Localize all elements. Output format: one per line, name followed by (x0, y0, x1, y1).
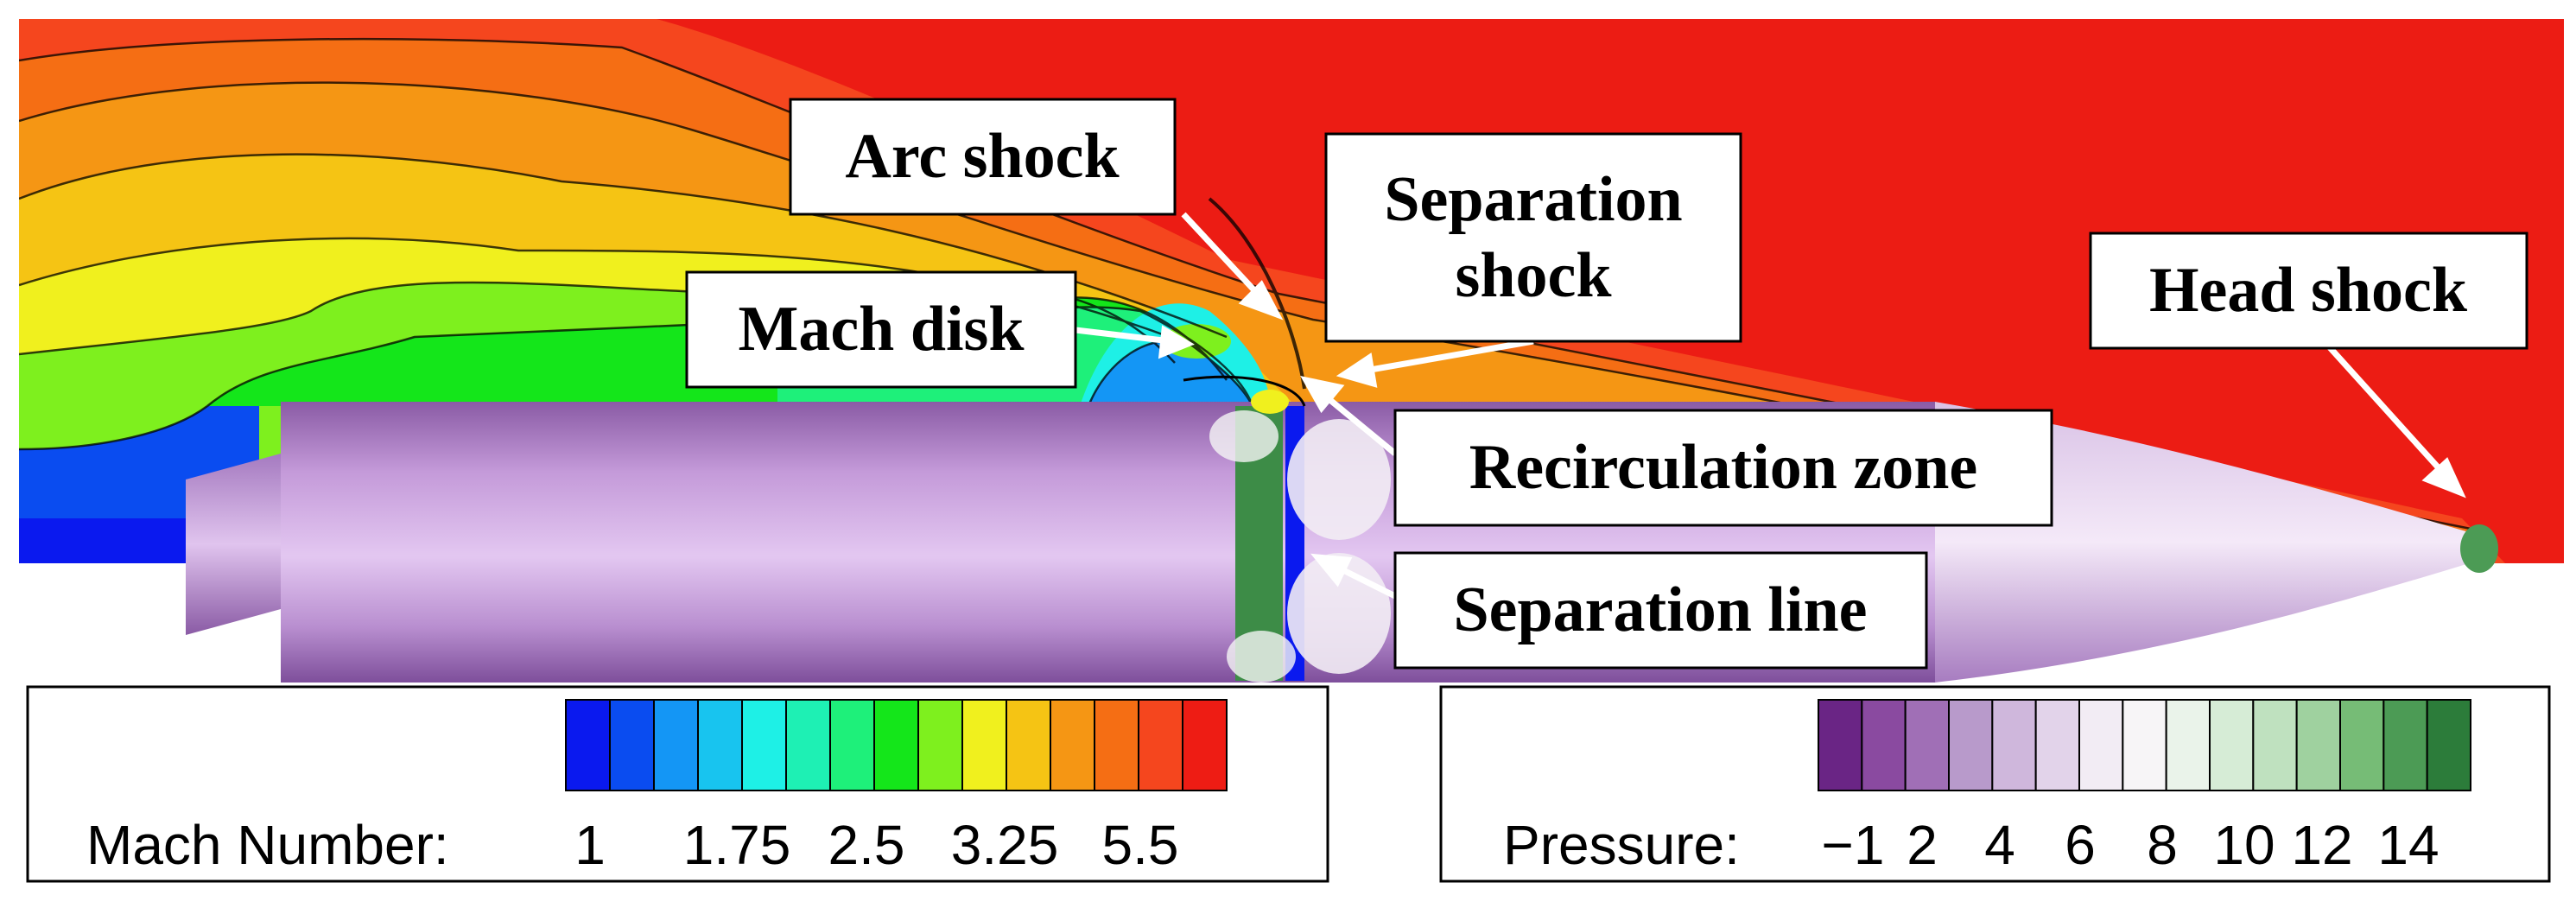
pressure-swatch (2295, 699, 2342, 791)
mach-swatch (741, 699, 787, 791)
mach-swatch (785, 699, 831, 791)
callout-arrows (1075, 212, 2466, 600)
callout-recirculation-zone: Recirculation zone (1393, 409, 2053, 527)
tick-label: 1 (574, 814, 606, 876)
tick-label: 8 (2147, 814, 2178, 876)
pressure-swatch (1904, 699, 1951, 791)
mach-tick-labels: 1 1.75 2.5 3.25 5.5 (574, 814, 1178, 876)
callout-arc-shock: Arc shock (789, 98, 1177, 216)
tick-label: −1 (1822, 814, 1885, 876)
callout-head-shock: Head shock (2089, 232, 2528, 350)
tick-label: 6 (2065, 814, 2096, 876)
mach-swatch (1006, 699, 1051, 791)
pressure-swatch (2209, 699, 2255, 791)
pressure-swatch (2339, 699, 2385, 791)
nozzle (186, 454, 281, 635)
pressure-swatch (2165, 699, 2211, 791)
pressure-legend-title: Pressure: (1503, 814, 1740, 876)
tick-label: 5.5 (1102, 814, 1179, 876)
nose-cone (1935, 402, 2497, 683)
mach-swatch (917, 699, 963, 791)
tick-label: 14 (2377, 814, 2439, 876)
pressure-color-scale (1818, 699, 2472, 791)
tick-label: 1.75 (683, 814, 791, 876)
pressure-swatch (2034, 699, 2081, 791)
pressure-swatch (2122, 699, 2167, 791)
mach-swatch (829, 699, 875, 791)
tick-label: 2.5 (828, 814, 905, 876)
mach-legend-title: Mach Number: (86, 814, 449, 876)
pressure-swatch (1861, 699, 1907, 791)
pressure-swatch (2382, 699, 2428, 791)
callout-label: Head shock (2149, 255, 2468, 326)
tick-label: 10 (2213, 814, 2275, 876)
mach-swatch (697, 699, 743, 791)
tick-label: 3.25 (951, 814, 1059, 876)
tick-label: 12 (2291, 814, 2352, 876)
pressure-swatch (2252, 699, 2298, 791)
callout-label: Mach disk (738, 294, 1025, 365)
mach-swatch (873, 699, 919, 791)
mach-swatch (1050, 699, 1095, 791)
callout-separation-line: Separation line (1393, 551, 1928, 670)
tick-label: 4 (1984, 814, 2015, 876)
pressure-swatch (1818, 699, 1863, 791)
pressure-swatch (2426, 699, 2472, 791)
mach-swatch (961, 699, 1007, 791)
callout-mach-disk: Mach disk (685, 270, 1077, 389)
callout-label: Arc shock (845, 121, 1120, 192)
pressure-swatch (1948, 699, 1994, 791)
callout-label: Recirculation zone (1469, 432, 1977, 503)
nose-tip (2460, 524, 2498, 573)
pressure-swatch (1991, 699, 2037, 791)
mach-swatch (1094, 699, 1139, 791)
mach-swatch (565, 699, 611, 791)
legend-mach-number: Mach Number: 1 1.75 2.5 3.25 5.5 (26, 685, 1329, 883)
mach-color-scale (565, 699, 1228, 791)
callout-label: Separation line (1454, 575, 1868, 645)
mach-swatch (1182, 699, 1228, 791)
mach-swatch (609, 699, 655, 791)
tick-label: 2 (1907, 814, 1938, 876)
mach-swatch (653, 699, 699, 791)
mach-swatch (1138, 699, 1183, 791)
pressure-swatch (2078, 699, 2124, 791)
